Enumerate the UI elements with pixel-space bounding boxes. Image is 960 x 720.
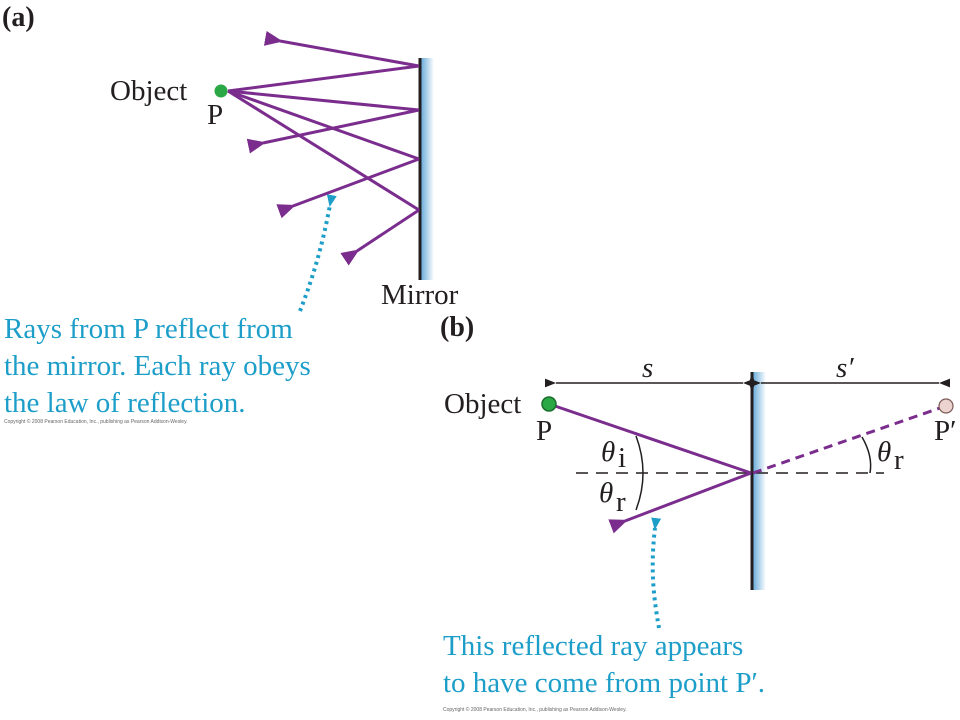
reflected-ray-1 [263,30,420,68]
theta-r-subscript: r [616,486,626,518]
angle-arc-virtual [861,436,872,474]
mirror-label: Mirror [381,279,459,311]
reflected-rays-a [246,30,420,266]
point-label-b: P [536,415,552,447]
callout-arrow-a [298,194,337,312]
angle-arc-incident [635,435,644,511]
panel-b: (b) s s′ θ i θ r θ r Object P P′ [440,312,956,713]
object-label-a: Object [110,75,187,107]
theta-i-symbol: θ [601,436,615,468]
caption-b-line-1: This reflected ray appears [443,630,743,662]
caption-b-line-2: to have come from point P′. [443,667,765,699]
object-label-b: Object [444,388,521,420]
copyright-b: Copyright © 2008 Pearson Education, Inc.… [443,706,627,713]
incident-ray-3 [227,89,420,161]
incident-rays-a [227,64,420,212]
copyright-a: Copyright © 2008 Pearson Education, Inc.… [4,418,188,425]
caption-a-line-3: the law of reflection. [4,387,246,419]
theta-i-subscript: i [618,442,626,474]
virtual-ray-b [752,406,941,475]
incident-ray-4 [227,89,420,212]
panel-a: (a) Object P Mirror Rays from P reflect … [2,2,459,425]
incident-ray-b [551,403,752,475]
mirror-b-glass [752,372,766,590]
reflected-ray-4 [340,208,420,266]
caption-a-line-2: the mirror. Each ray obeys [4,350,311,382]
mirror-a-glass [420,58,434,280]
caption-b: This reflected ray appears to have come … [443,630,765,699]
label-s-prime: s′ [836,352,854,384]
reflected-ray-3 [276,157,420,219]
point-label-a: P [207,99,223,131]
panel-a-label: (a) [2,2,35,33]
callout-arrow-b [650,517,662,629]
image-point-b [938,398,954,414]
panel-b-label: (b) [440,312,474,343]
theta-r-virtual-subscript: r [894,444,904,476]
reflected-ray-b [608,471,752,534]
incident-ray-2 [227,89,420,112]
image-point-label: P′ [934,415,956,447]
object-point-a [214,84,228,98]
theta-r-virtual-symbol: θ [877,436,891,468]
caption-a: Rays from P reflect from the mirror. Eac… [4,313,311,419]
theta-r-symbol: θ [599,477,613,509]
caption-a-line-1: Rays from P reflect from [4,313,293,345]
label-s: s [642,352,653,384]
reflected-ray-2 [246,108,420,154]
incident-ray-1 [227,64,420,93]
object-point-b [541,396,557,412]
